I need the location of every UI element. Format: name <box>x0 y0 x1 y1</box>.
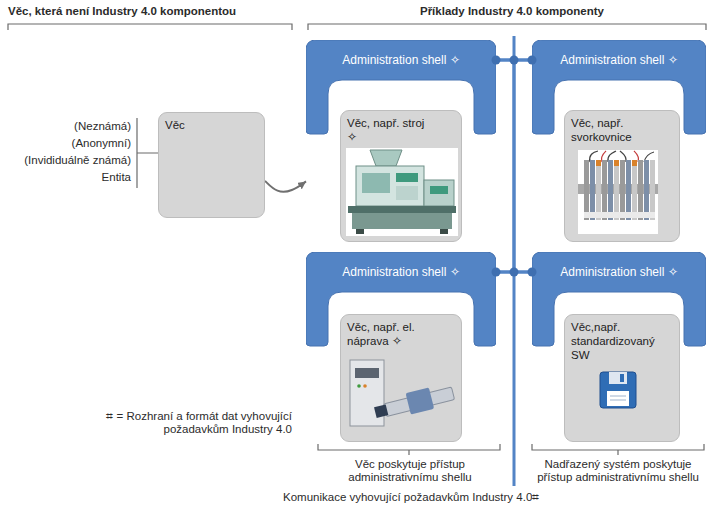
group-bracket <box>532 444 704 455</box>
bus-connector <box>496 60 514 272</box>
bus-junction <box>492 56 501 65</box>
terminal <box>602 160 607 220</box>
entity-bracket <box>137 118 158 188</box>
bus-junction <box>492 268 501 277</box>
terminal-wire <box>601 151 638 162</box>
machine-picture <box>430 186 448 194</box>
machine-picture <box>424 180 454 206</box>
din-rail <box>578 184 658 194</box>
machine-picture <box>356 229 364 234</box>
terminal <box>596 160 601 220</box>
section-heading: Věc, která není Industry 4.0 komponentou <box>8 5 298 18</box>
bus-label-box: Komunikace vyhovující požadavkům Industr… <box>283 491 623 504</box>
machine-picture <box>362 173 390 193</box>
thing-box: Věc, např. stroj ✧ <box>340 110 462 242</box>
bus-junction <box>528 56 537 65</box>
terminal-cap <box>632 160 637 166</box>
group-note-box: Věc poskytuje přístup administrativnímu … <box>320 458 500 484</box>
legend-note: ⌗ = Rozhraní a formát dat vyhovující pož… <box>92 410 292 436</box>
shell-title: Administration shell ✧ <box>532 40 706 67</box>
floppy-icon <box>620 374 624 382</box>
terminal-cap <box>596 160 601 166</box>
shell-title: Administration shell ✧ <box>306 252 496 279</box>
entity-state-box: Entita <box>10 171 131 184</box>
terminal-picture <box>578 150 658 234</box>
terminal <box>584 160 589 220</box>
terminal <box>644 160 649 220</box>
thing-box: Věc, např. el. náprava ✧ <box>340 314 462 442</box>
axis-motor <box>374 404 388 418</box>
machine-picture <box>396 186 418 200</box>
machine-picture <box>352 213 452 229</box>
drive-unit <box>355 368 379 378</box>
thing-label: Věc, např. stroj ✧ <box>341 111 433 149</box>
administration-shell: Administration shell ✧ Věc,např. standard… <box>532 252 706 442</box>
floppy-icon <box>607 391 629 406</box>
terminal-cap <box>614 160 619 166</box>
entity-state-box: (Neznámá) <box>10 120 131 133</box>
group-bracket <box>318 444 500 455</box>
entity-state-box: (Anonymní) <box>10 137 131 150</box>
linear-axis <box>383 387 454 417</box>
drive-unit <box>363 384 367 388</box>
machine-picture <box>440 229 448 234</box>
drive-unit <box>357 384 361 388</box>
terminal <box>638 160 643 220</box>
legend-note-box: ⌗ = Rozhraní a formát dat vyhovující pož… <box>92 410 292 436</box>
administration-shell: Administration shell ✧ Věc, např. el. náp… <box>306 252 496 442</box>
group-bracket <box>8 24 292 30</box>
floppy-icon <box>610 396 626 400</box>
entity-state-box: (Invididuálně známá) <box>10 154 131 167</box>
bus-junction <box>528 268 537 277</box>
shell-title: Administration shell ✧ <box>306 40 496 67</box>
entity-state: (Anonymní) <box>10 137 131 150</box>
machine-picture <box>370 150 402 166</box>
thing-box: Věc <box>158 112 265 218</box>
thing-label: Věc,např. standardizovaný SW <box>565 315 679 367</box>
group-note: Věc poskytuje přístup administrativnímu … <box>320 458 500 484</box>
administration-shell: Administration shell ✧ Věc, např. svorkov… <box>532 40 706 242</box>
axis-carriage <box>406 387 435 414</box>
floppy-icon <box>609 372 627 384</box>
terminal <box>632 160 637 220</box>
machine-picture <box>356 166 424 206</box>
section-heading-box: Příklady Industry 4.0 komponenty <box>362 5 662 18</box>
thing-label: Věc, např. svorkovnice <box>565 111 679 149</box>
floppy-icon <box>600 372 636 408</box>
group-note-box: Nadřazený systém poskytuje přístup admin… <box>526 458 710 484</box>
machine-picture <box>396 173 418 182</box>
arrow-connector <box>265 181 306 192</box>
bus-label: Komunikace vyhovující požadavkům Industr… <box>283 491 623 504</box>
terminal <box>590 160 595 220</box>
terminal <box>650 160 655 220</box>
entity-state: (Invididuálně známá) <box>10 154 131 167</box>
administration-shell: Administration shell ✧ Věc, např. stroj ✧ <box>306 40 496 242</box>
terminal-wire <box>590 151 654 162</box>
entity-state: Entita <box>10 171 131 184</box>
group-bracket <box>308 24 706 30</box>
thing-label: Věc <box>159 113 261 137</box>
shell-title: Administration shell ✧ <box>532 252 706 279</box>
thing-label: Věc, např. el. náprava ✧ <box>341 315 433 353</box>
terminal-strip <box>584 212 655 218</box>
bus-connector <box>514 60 532 272</box>
terminal <box>608 160 613 220</box>
section-heading: Příklady Industry 4.0 komponenty <box>362 5 662 18</box>
bus-junction <box>510 268 519 277</box>
entity-state: (Neznámá) <box>10 120 131 133</box>
drive-unit <box>350 360 384 426</box>
thing-box: Věc, např. svorkovnice <box>564 110 680 242</box>
thing-box: Věc,např. standardizovaný SW <box>564 314 680 442</box>
bus-junction <box>510 56 519 65</box>
machine-picture <box>346 148 458 236</box>
section-heading-box: Věc, která není Industry 4.0 komponentou <box>8 5 298 18</box>
terminal <box>620 160 625 220</box>
machine-picture <box>348 206 456 213</box>
terminal <box>626 160 631 220</box>
group-note: Nadřazený systém poskytuje přístup admin… <box>526 458 710 484</box>
terminal <box>614 160 619 220</box>
